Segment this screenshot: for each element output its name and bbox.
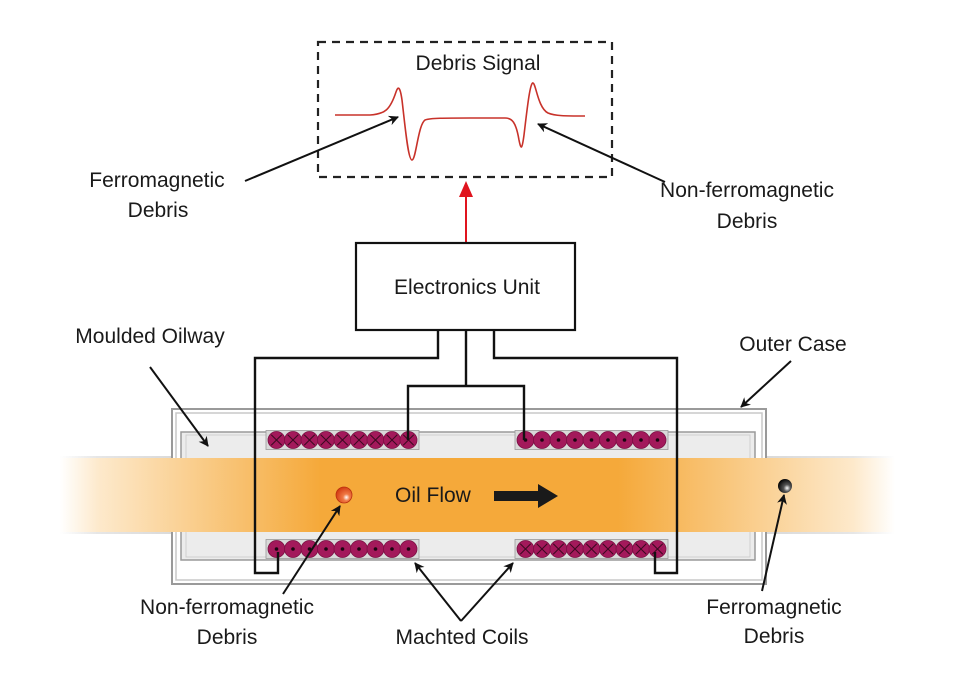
current-out-of-page-icon: [540, 438, 544, 442]
current-into-page-icon: [552, 543, 565, 555]
current-out-of-page-icon: [406, 547, 411, 551]
current-out-of-page-icon: [573, 438, 577, 442]
moulded-oilway-label: Moulded Oilway: [75, 325, 225, 348]
current-out-of-page-icon: [655, 438, 660, 442]
current-into-page-icon: [635, 543, 647, 555]
debris-signal-trace: [335, 82, 586, 161]
electronics-unit-label: Electronics Unit: [394, 276, 540, 299]
current-into-page-icon: [519, 543, 532, 555]
matched-coils: [265, 430, 669, 559]
nonferro-top-arrow: [537, 123, 666, 183]
current-out-of-page-icon: [340, 547, 345, 551]
current-out-of-page-icon: [324, 547, 328, 551]
coil-lower-left: [265, 539, 420, 559]
current-into-page-icon: [303, 434, 316, 446]
wire-left: [253, 330, 440, 575]
ferro-particle: [778, 479, 792, 493]
nonferro-bottom-label-line1: Non-ferromagnetic: [140, 596, 314, 619]
signal-box-border: [316, 40, 614, 179]
nonferro-bottom-arrow: [282, 505, 341, 595]
debris-signal-box: Debris Signal: [316, 40, 614, 179]
coil-upper-right: [514, 430, 669, 450]
current-into-page-icon: [287, 434, 299, 446]
ferro-bottom-label-line2: Debris: [744, 625, 805, 648]
nonferro-bottom-label-line2: Debris: [197, 626, 258, 649]
matched-coils-label: Machted Coils: [395, 626, 528, 649]
ferro-top-label-line1: Ferromagnetic: [89, 169, 224, 192]
current-out-of-page-icon: [274, 547, 279, 551]
signal-output-arrow: [459, 181, 473, 243]
current-into-page-icon: [353, 434, 365, 446]
current-out-of-page-icon: [606, 438, 610, 442]
current-into-page-icon: [618, 543, 631, 555]
current-out-of-page-icon: [291, 547, 295, 551]
signal-box-title: Debris Signal: [416, 52, 541, 75]
current-out-of-page-icon: [589, 438, 594, 442]
coil-lower-right: [514, 539, 669, 559]
current-into-page-icon: [585, 543, 598, 555]
current-into-page-icon: [270, 434, 283, 446]
moulded-oilway-arrow: [149, 366, 209, 447]
current-into-page-icon: [336, 434, 349, 446]
coil-wiring: [253, 330, 679, 575]
oil-flow-arrow: [494, 484, 558, 508]
electronics-unit-box: [354, 241, 577, 332]
matched-coils-arrow-left: [414, 562, 462, 622]
nonferro-top-label-line2: Debris: [717, 210, 778, 233]
ferro-top-arrow: [244, 115, 399, 182]
current-out-of-page-icon: [390, 547, 394, 551]
current-into-page-icon: [386, 434, 398, 446]
outer-case-arrow: [740, 360, 792, 408]
nonferro-particle: [335, 486, 353, 504]
current-out-of-page-icon: [357, 547, 361, 551]
oil-flow-band: [60, 458, 895, 532]
oil-flow-label: Oil Flow: [395, 484, 472, 507]
wire-center-branch: [406, 384, 526, 440]
current-into-page-icon: [369, 434, 382, 446]
current-out-of-page-icon: [622, 438, 627, 442]
current-out-of-page-icon: [556, 438, 561, 442]
coil-upper-left: [265, 430, 420, 450]
current-out-of-page-icon: [373, 547, 378, 551]
current-into-page-icon: [602, 543, 614, 555]
current-into-page-icon: [569, 543, 581, 555]
ferro-bottom-arrow: [761, 494, 787, 592]
nonferro-top-label-line1: Non-ferromagnetic: [660, 179, 834, 202]
current-into-page-icon: [536, 543, 548, 555]
wire-right: [492, 330, 679, 575]
current-out-of-page-icon: [639, 438, 643, 442]
current-into-page-icon: [320, 434, 332, 446]
ferro-top-label-line2: Debris: [128, 199, 189, 222]
outer-case-label: Outer Case: [739, 333, 846, 356]
matched-coils-arrow-right: [460, 562, 514, 622]
ferro-bottom-label-line1: Ferromagnetic: [706, 596, 841, 619]
